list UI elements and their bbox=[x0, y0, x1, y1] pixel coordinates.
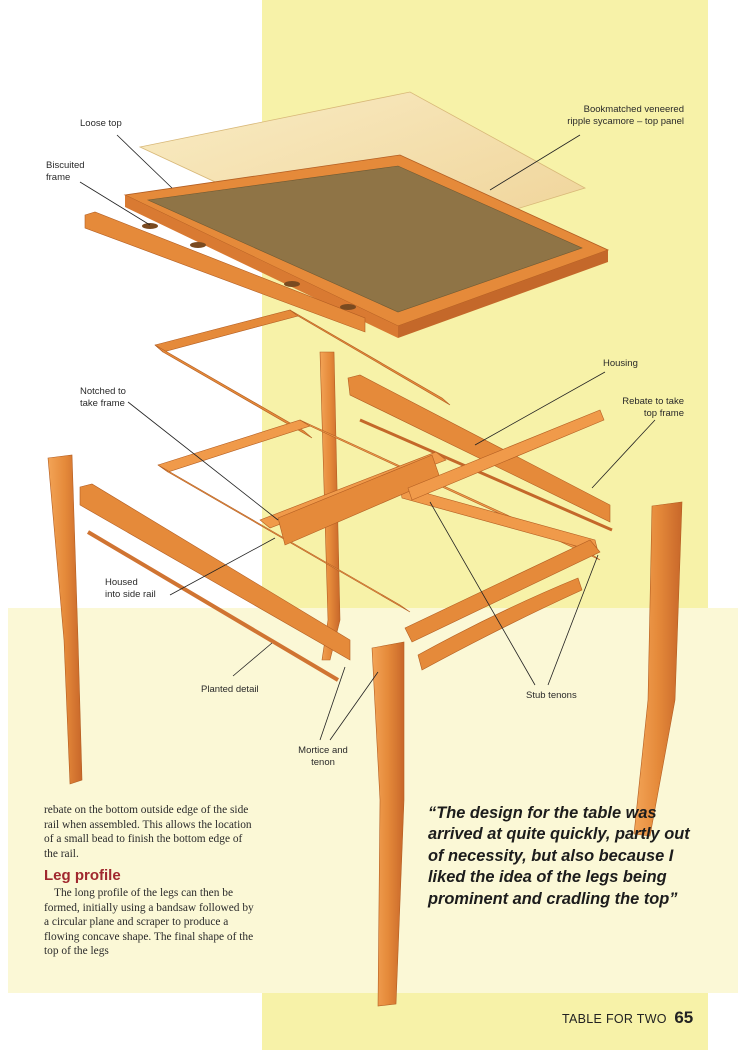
body-text-column: rebate on the bottom outside edge of the… bbox=[44, 803, 254, 959]
label-housed-into-side-rail: Housed into side rail bbox=[105, 577, 156, 600]
label-stub-tenons: Stub tenons bbox=[526, 690, 577, 701]
front-side-rail bbox=[79, 483, 351, 682]
label-biscuited-frame: Biscuited frame bbox=[46, 160, 85, 183]
pull-quote: “The design for the table was arrived at… bbox=[428, 804, 690, 908]
label-bookmatched-veneer: Bookmatched veneered ripple sycamore – t… bbox=[567, 104, 684, 127]
footer-section-title: TABLE FOR TWO bbox=[562, 1012, 667, 1026]
front-frame-rail bbox=[84, 211, 366, 333]
label-notched-to-take-frame: Notched to take frame bbox=[80, 386, 126, 409]
upper-frame bbox=[154, 309, 451, 439]
label-mortice-and-tenon: Mortice and tenon bbox=[298, 745, 348, 768]
center-cross-rail bbox=[277, 409, 605, 546]
label-housing: Housing bbox=[603, 358, 638, 369]
body-paragraph-2: The long profile of the legs can then be… bbox=[44, 886, 254, 958]
section-heading-leg-profile: Leg profile bbox=[44, 867, 121, 885]
callout-leader-lines bbox=[79, 134, 656, 741]
page-footer: TABLE FOR TWO 65 bbox=[562, 1008, 694, 1028]
front-legs bbox=[47, 454, 683, 1007]
label-rebate-top-frame: Rebate to take top frame bbox=[622, 396, 684, 419]
background-footer-strip bbox=[262, 993, 708, 1050]
label-loose-top: Loose top bbox=[80, 118, 122, 129]
back-side-rail bbox=[347, 374, 613, 532]
front-apron bbox=[404, 539, 601, 671]
body-paragraph-1: rebate on the bottom outside edge of the… bbox=[44, 804, 252, 860]
page-number: 65 bbox=[674, 1008, 694, 1027]
biscuited-frame bbox=[123, 154, 610, 338]
label-planted-detail: Planted detail bbox=[201, 684, 259, 695]
